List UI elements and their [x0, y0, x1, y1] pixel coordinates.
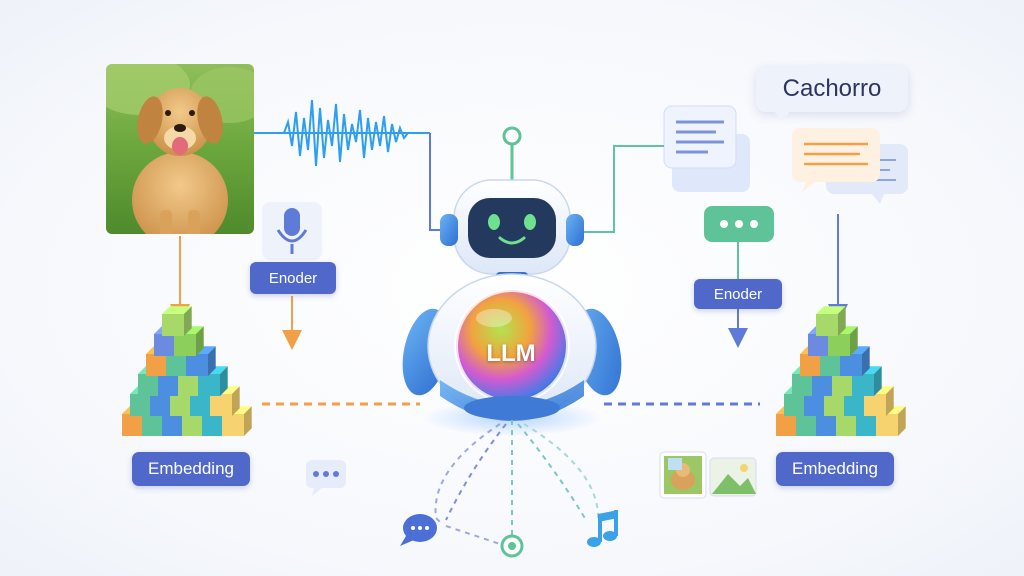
embedding-cube — [816, 306, 846, 336]
microphone-icon — [262, 202, 322, 260]
embedding-cube — [198, 366, 228, 396]
text-connector — [584, 145, 664, 233]
typing-dots-icon — [704, 206, 774, 280]
music-note-icon — [587, 510, 618, 547]
embedding-cube — [162, 306, 192, 336]
encoder-label-right: Enoder — [694, 279, 782, 309]
embedding-cube — [186, 346, 216, 376]
llm-label: LLM — [486, 340, 536, 367]
chat-bubble-icon — [792, 128, 908, 204]
embedding-label-right: Embedding — [776, 452, 894, 486]
embedding-cubes-icon — [122, 306, 252, 436]
output-dashed-lines — [434, 420, 600, 545]
embedding-cubes-icon — [776, 306, 906, 436]
robot-icon — [402, 126, 622, 436]
image-thumbnails-icon — [659, 451, 757, 499]
dog-photo-icon — [106, 64, 254, 234]
embedding-label-left: Embedding — [132, 452, 250, 486]
document-icon — [663, 105, 750, 192]
encoder-label-left: Enoder — [250, 262, 336, 294]
audio-waveform-icon — [254, 99, 430, 167]
chat-bubble-icon — [400, 514, 437, 546]
typing-dots-icon — [306, 460, 346, 496]
word-bubble: Cachorro — [756, 66, 908, 122]
